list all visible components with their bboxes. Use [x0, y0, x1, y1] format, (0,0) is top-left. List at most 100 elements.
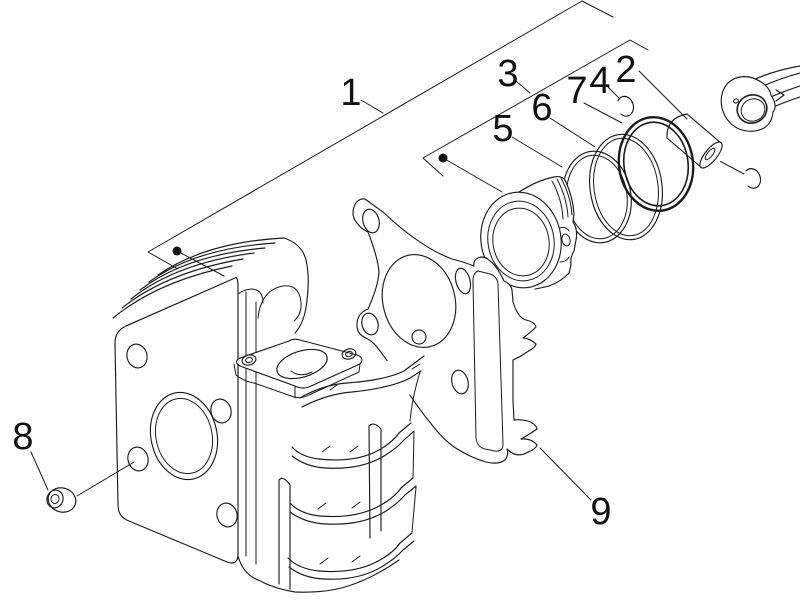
- callout-label-5: 5: [492, 108, 513, 150]
- piston-ring-groove: [552, 181, 563, 219]
- callout-label-3: 3: [497, 53, 518, 95]
- leader-2: [639, 71, 687, 119]
- side-rib: [279, 478, 290, 589]
- piston: [473, 176, 577, 294]
- fin-tick-marks: [318, 385, 360, 564]
- gasket-bore-opening: [373, 247, 466, 356]
- cylinder-block: [113, 236, 424, 593]
- piston-crown-chamfer: [482, 196, 561, 286]
- leader-9: [540, 448, 591, 500]
- callout-labels: 1 2 3 4 5 6 7 8 9: [12, 49, 636, 533]
- gasket-bolt-hole: [360, 207, 382, 234]
- leader-4: [608, 87, 619, 98]
- callout-label-4: 4: [589, 60, 610, 102]
- dowel-body: [45, 484, 79, 515]
- leader-7: [584, 103, 622, 123]
- cylinder-bore: [143, 386, 226, 486]
- intake-port: [273, 344, 330, 384]
- dowel-bushing: [45, 484, 79, 515]
- block-boss-dome: [258, 286, 301, 321]
- rod-oil-hole: [733, 98, 739, 104]
- side-fin-band: [289, 541, 414, 579]
- flange-bolt-hole-inner: [245, 357, 253, 364]
- fin-spike: [412, 364, 420, 369]
- pin-body-fill: [664, 113, 724, 168]
- cylinder-bore-chamfer: [149, 393, 220, 479]
- side-fin-band: [292, 431, 414, 468]
- block-bottom-edge: [238, 556, 399, 592]
- second-ring-6-inner: [587, 134, 664, 240]
- intake-port-notch: [291, 371, 312, 375]
- side-fin-band: [292, 423, 411, 460]
- rod-small-end-bore: [732, 90, 771, 128]
- piston-fill: [479, 176, 577, 290]
- side-fin-band: [288, 533, 412, 572]
- callout-label-2: 2: [615, 49, 636, 91]
- gasket-passage-hole: [453, 267, 473, 296]
- callout-label-8: 8: [12, 416, 33, 458]
- rod-beam-notch: [776, 90, 784, 101]
- piston-boss-edge: [560, 227, 569, 231]
- piston-ring-groove: [557, 179, 568, 217]
- pin-bottom-edge: [667, 138, 702, 168]
- leader-5: [512, 137, 562, 167]
- pin-circlip-rear: [746, 169, 760, 189]
- gasket-passage-hole: [449, 368, 471, 395]
- dowel-face: [45, 488, 66, 510]
- leader-dot-line-1: [177, 251, 224, 276]
- callout-label-6: 6: [531, 87, 552, 129]
- flange-bolt-hole-inner: [345, 351, 353, 358]
- top-fin-line: [158, 238, 284, 275]
- callout-label-9: 9: [590, 491, 611, 533]
- block-front-face: [115, 278, 238, 563]
- top-fin-line: [113, 266, 232, 318]
- stud-hole: [208, 397, 234, 425]
- base-gasket: [353, 199, 537, 463]
- group-bracket-1: [148, 1, 613, 269]
- gasket-outline: [353, 199, 537, 463]
- stud-hole: [124, 342, 150, 370]
- pin-bore-hole: [704, 147, 717, 161]
- flange-bolt-hole: [341, 347, 357, 360]
- second-ring-6-outer: [583, 130, 669, 245]
- callout-lines: [31, 1, 687, 500]
- gasket-bolt-hole: [410, 328, 427, 345]
- piston-boss-edge: [560, 257, 569, 262]
- callout-label-1: 1: [340, 72, 361, 114]
- piston-crown-outer: [473, 186, 568, 294]
- pin-top-edge: [687, 114, 721, 143]
- piston-pin-group: [664, 113, 761, 189]
- piston-bottom-edge: [535, 286, 549, 289]
- fin-right-edge: [410, 372, 420, 532]
- side-fin-band: [302, 371, 421, 407]
- dowel-hole: [50, 493, 60, 504]
- gasket-inner-strip: [473, 271, 503, 451]
- flange-bolt-hole: [241, 353, 257, 366]
- intake-flange-pad: [237, 339, 362, 388]
- side-fin-band: [290, 478, 413, 517]
- top-ring-7-outer: [613, 112, 699, 215]
- block-top-right-outline: [284, 238, 308, 333]
- top-fin-line: [149, 243, 275, 282]
- intake-flange-thickness: [234, 364, 360, 398]
- leader-3: [516, 81, 530, 93]
- pin-circlip-4: [618, 96, 633, 116]
- connecting-rod: [721, 66, 800, 131]
- leader-8: [31, 452, 134, 496]
- group-bracket-3: [423, 40, 648, 176]
- stud-hole: [125, 445, 151, 473]
- piston-right-profile: [549, 182, 577, 286]
- side-fin-band: [290, 486, 416, 524]
- piston-crown-face: [488, 204, 555, 281]
- top-fin-line: [131, 253, 254, 299]
- rod-small-end-bore-inner: [737, 95, 768, 125]
- piston-skirt-top-edge: [519, 177, 566, 192]
- top-ring-7-inner: [618, 118, 693, 210]
- gasket-bolt-hole: [359, 311, 380, 336]
- leader-dot-line-3: [443, 158, 502, 192]
- piston-pin-boss-hole: [561, 233, 572, 247]
- side-fin-band: [300, 356, 424, 398]
- top-fin-line: [122, 259, 243, 308]
- piston-ring-groove: [561, 178, 572, 215]
